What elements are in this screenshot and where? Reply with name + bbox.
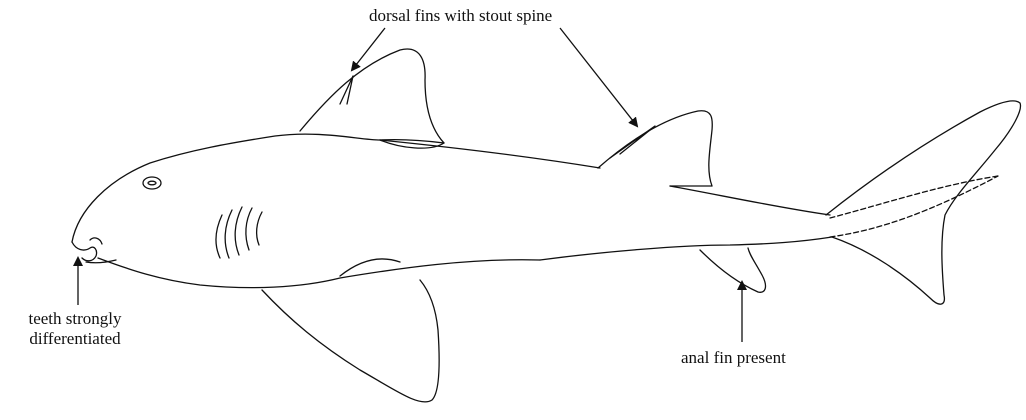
caudal-fin-dashed-upper <box>830 176 998 218</box>
gill-slit <box>246 208 252 250</box>
shark-back <box>380 140 600 168</box>
gill-slit <box>257 212 262 245</box>
teeth-label: teeth strongly differentiated <box>2 309 148 349</box>
caudal-fin-dashed-lower <box>830 176 998 237</box>
second-dorsal-fin <box>598 111 712 186</box>
dorsal-arrow-2 <box>560 28 637 126</box>
shark-nostril <box>90 238 102 244</box>
shark-belly-rear <box>540 237 832 260</box>
gill-slit <box>235 207 242 255</box>
shark-belly <box>98 258 540 288</box>
dorsal-fins-label: dorsal fins with stout spine <box>369 6 552 26</box>
anal-fin <box>700 248 765 292</box>
shark-eye <box>143 177 161 189</box>
teeth-label-line2: differentiated <box>2 329 148 349</box>
teeth-label-line1: teeth strongly <box>2 309 148 329</box>
first-dorsal-spine <box>340 76 353 104</box>
shark-snout <box>72 242 97 261</box>
first-dorsal-fin <box>300 49 444 143</box>
pectoral-fin <box>262 280 439 402</box>
gill-slit <box>225 210 232 258</box>
second-dorsal-spine <box>610 126 655 158</box>
dorsal-arrow-1 <box>352 28 385 70</box>
shark-back-rear <box>670 186 830 215</box>
gill-slit <box>216 215 222 258</box>
caudal-fin-upper <box>826 101 1020 304</box>
shark-eye-pupil <box>148 181 156 185</box>
anal-fin-label: anal fin present <box>681 348 786 368</box>
